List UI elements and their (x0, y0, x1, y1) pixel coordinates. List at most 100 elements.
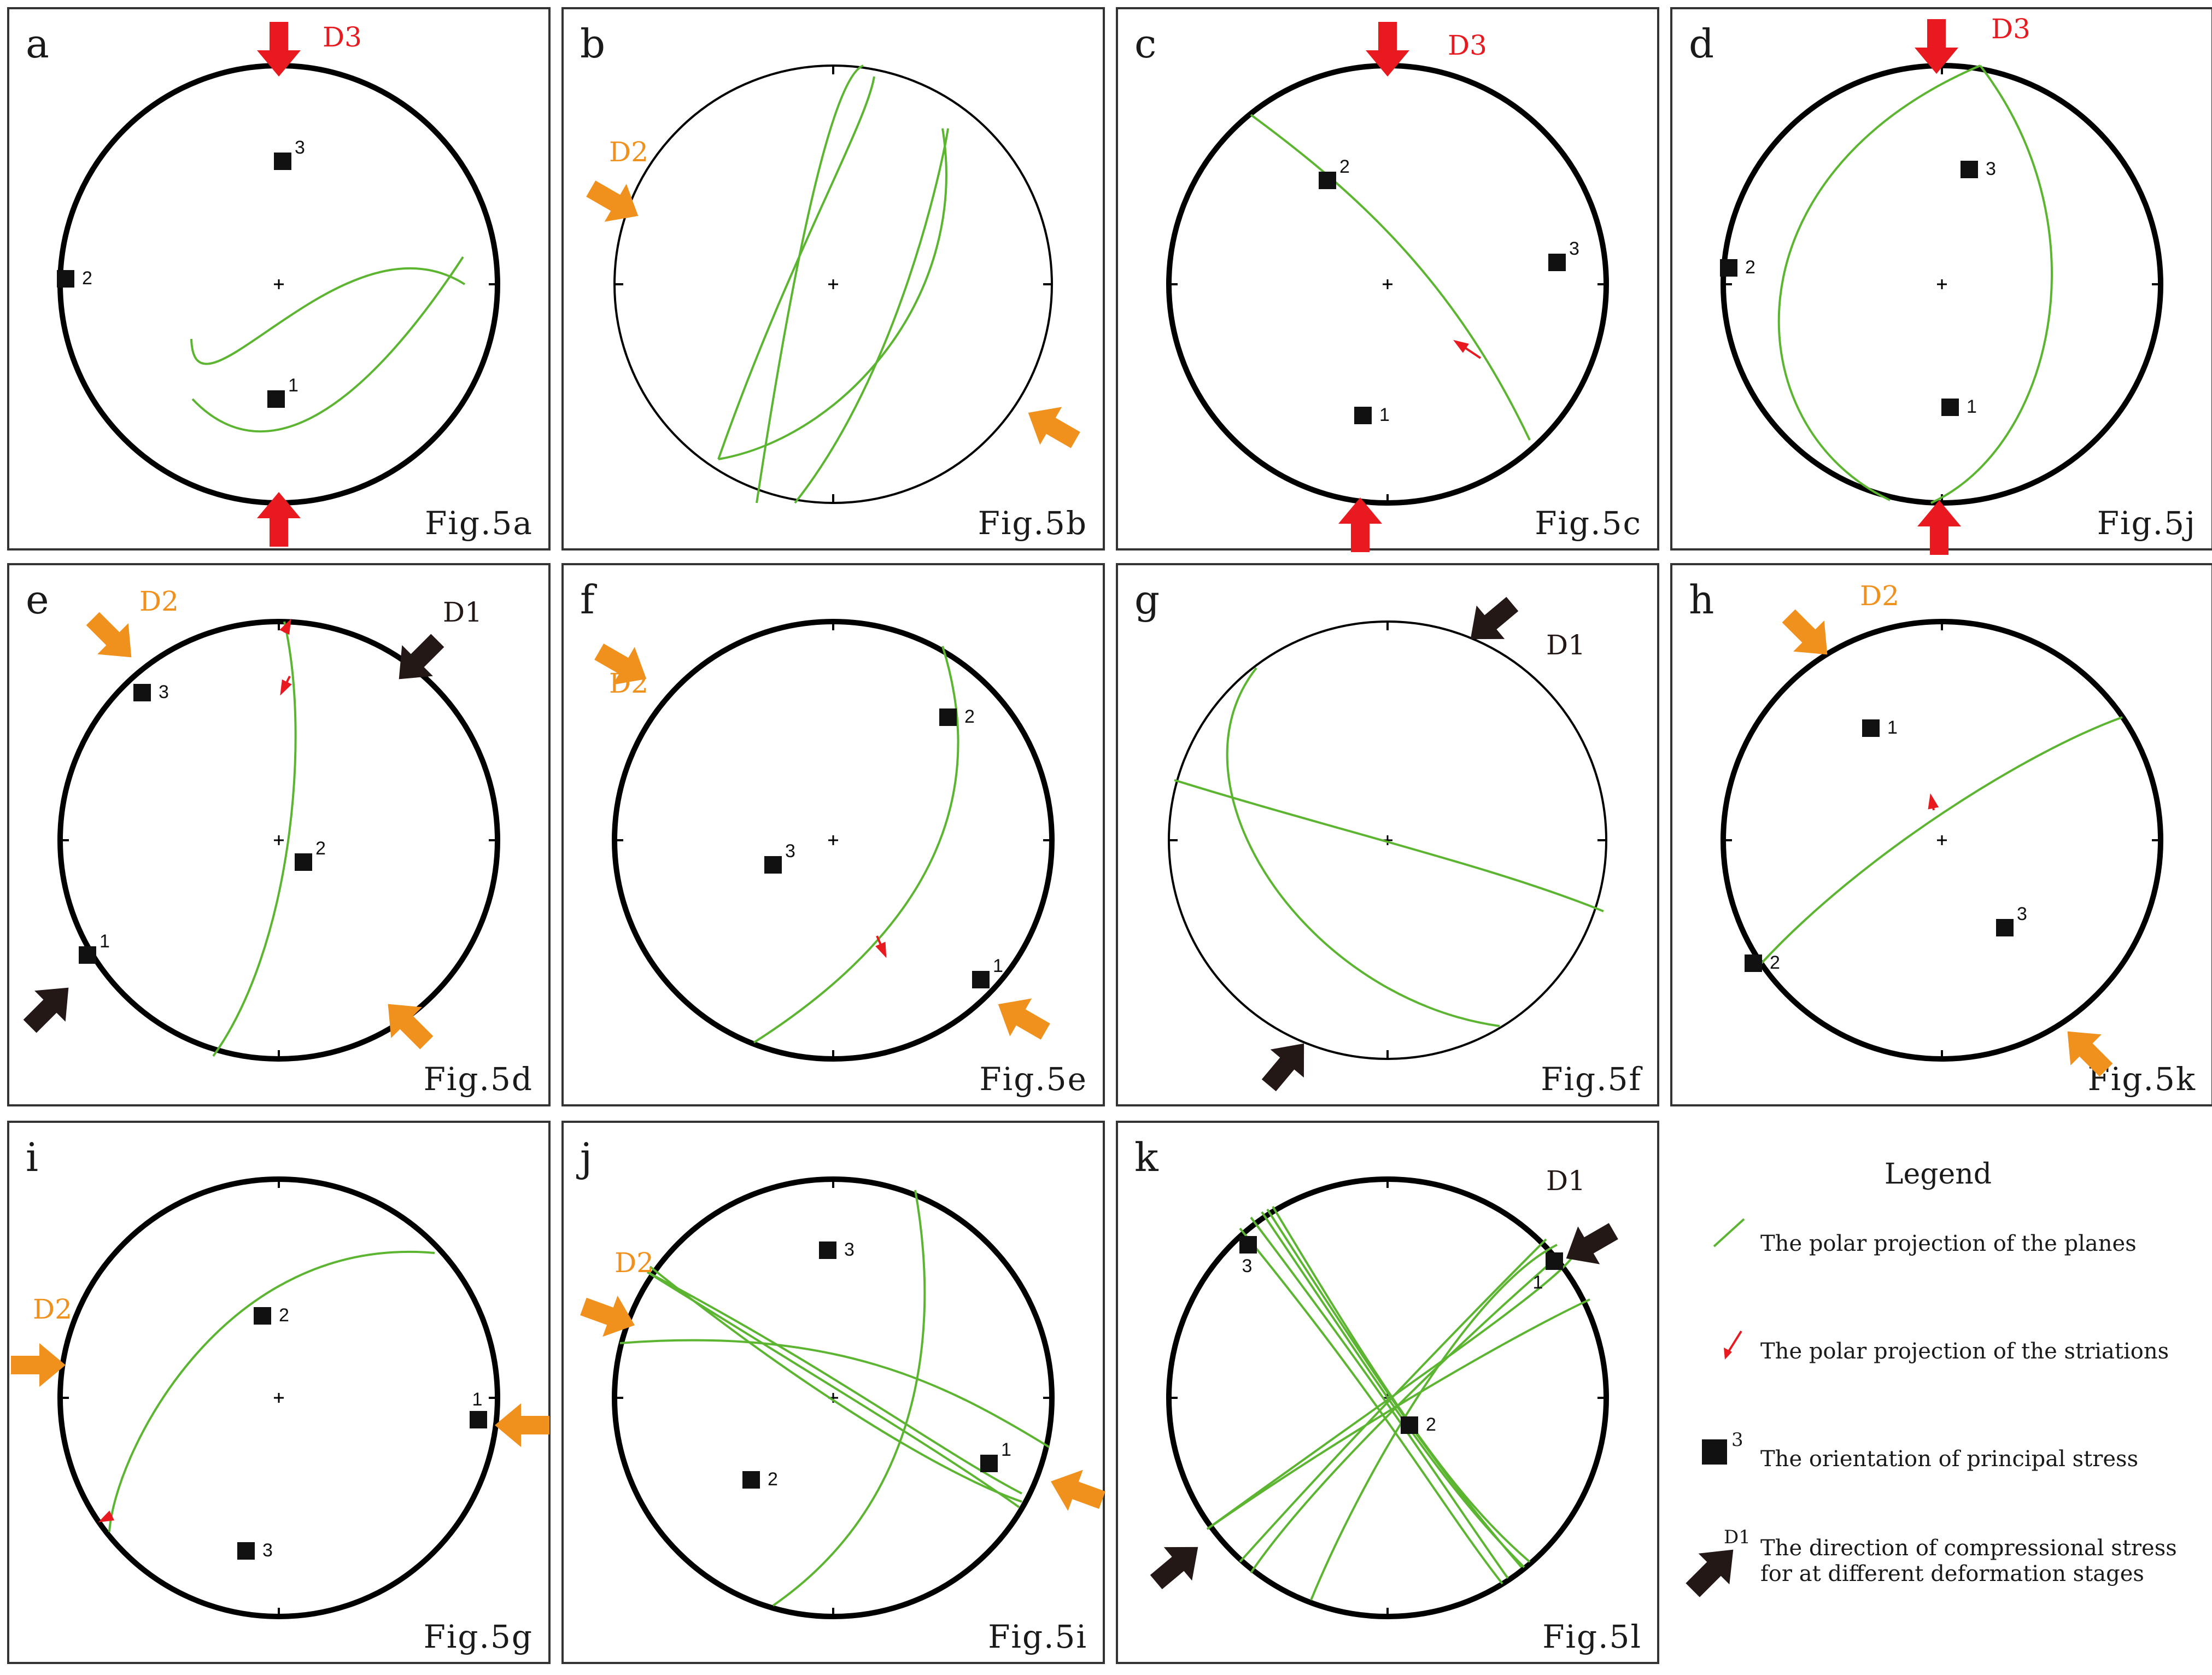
great-circle-plane (1226, 667, 1500, 1027)
panel-letter: i (26, 1134, 38, 1180)
compression-label-d3: D3 (323, 21, 362, 53)
principal-stress-number: 2 (1745, 257, 1755, 278)
principal-stress-marker (1354, 407, 1372, 424)
great-circle-plane (646, 1271, 1020, 1508)
figure-label: Fig.5i (988, 1618, 1087, 1655)
compression-arrow-d2 (86, 612, 132, 658)
cardinal-ticks (1723, 622, 2161, 1059)
panel-frame (7, 563, 551, 1106)
compression-label-d2: D2 (1860, 580, 1899, 612)
legend-stress-swatch (1702, 1439, 1727, 1465)
principal-stress-marker (1546, 1252, 1563, 1270)
principal-stress-number: 3 (785, 841, 795, 862)
compression-arrow-d1 (1470, 596, 1519, 640)
great-circle-plane (1760, 716, 2123, 964)
cardinal-ticks (60, 1179, 498, 1617)
principal-stress-marker (1862, 719, 1880, 737)
great-circle-plane (1250, 114, 1531, 441)
compression-arrow-d3 (1366, 22, 1409, 77)
great-circle-plane (1930, 65, 2053, 504)
principal-stress-marker (939, 708, 957, 726)
great-circle-plane (718, 128, 947, 460)
center-cross (1937, 279, 1947, 289)
principal-stress-marker (764, 856, 782, 874)
great-circle-plane (649, 1266, 1022, 1503)
compression-arrow-d3 (1917, 500, 1961, 555)
panel-frame (1670, 563, 2212, 1106)
center-cross (274, 1393, 284, 1403)
great-circle-plane (108, 1250, 435, 1532)
principal-stress-marker (57, 270, 74, 288)
principal-stress-number: 3 (262, 1540, 273, 1561)
panel-frame (1116, 7, 1659, 550)
great-circle-plane (1206, 1298, 1590, 1530)
principal-stress-marker (980, 1455, 998, 1472)
great-circle-plane (212, 621, 297, 1057)
principal-stress-number: 2 (1339, 156, 1350, 177)
principal-stress-marker (819, 1241, 836, 1259)
panel-frame (1670, 7, 2212, 550)
panel-frame (7, 1121, 551, 1664)
compression-arrow-d1 (1261, 1043, 1304, 1092)
compression-label-d2: D2 (609, 136, 648, 168)
principal-stress-number: 1 (1967, 396, 1977, 417)
figure-label: Fig.5f (1541, 1061, 1642, 1098)
principal-stress-number: 1 (1379, 405, 1390, 425)
principal-stress-marker (1720, 259, 1737, 277)
compression-label-d2: D2 (33, 1293, 72, 1325)
compression-label-d1: D1 (443, 596, 482, 628)
principal-stress-marker (1239, 1236, 1257, 1254)
panel-frame (7, 7, 551, 550)
figure-label: Fig.5l (1542, 1618, 1642, 1655)
compression-label-d1: D1 (1546, 629, 1585, 661)
principal-stress-number: 3 (1242, 1256, 1253, 1276)
legend-arrow-text-2: for at different deformation stages (1760, 1561, 2144, 1586)
panel-letter: f (580, 577, 597, 623)
striation-arrow (1453, 339, 1482, 359)
compression-arrow-d1 (399, 634, 444, 680)
compression-arrow-d1 (1150, 1547, 1198, 1590)
striation-arrow (279, 618, 291, 635)
great-circle-plane (191, 256, 464, 433)
great-circle-plane (794, 128, 949, 504)
legend-stress-text: The orientation of principal stress (1760, 1446, 2138, 1472)
principal-stress-number: 1 (993, 956, 1003, 976)
center-cross (828, 279, 838, 289)
principal-stress-number: 1 (100, 931, 110, 952)
panel-letter: a (26, 21, 49, 67)
compression-arrow-d2 (388, 1004, 434, 1050)
principal-stress-number: 1 (1887, 717, 1898, 738)
principal-stress-marker (742, 1471, 760, 1489)
principal-stress-marker (79, 946, 96, 964)
legend-plane-text: The polar projection of the planes (1760, 1231, 2137, 1256)
principal-stress-number: 2 (279, 1305, 289, 1326)
striation-arrow (875, 935, 887, 958)
panel-frame (561, 563, 1105, 1106)
compression-arrow-d2 (586, 180, 639, 222)
panel-letter: k (1134, 1134, 1159, 1180)
panel-letter: g (1134, 577, 1160, 623)
panel-letter: d (1689, 21, 1714, 67)
principal-stress-number: 3 (844, 1239, 855, 1260)
principal-stress-marker (295, 853, 312, 871)
figure-label: Fig.5d (424, 1061, 533, 1098)
great-circle-plane (190, 267, 466, 365)
cardinal-ticks (1169, 1179, 1606, 1617)
center-cross (1937, 835, 1947, 845)
compression-arrow-d2 (495, 1403, 549, 1447)
legend-title: Legend (1885, 1158, 1992, 1191)
figure-label: Fig.5c (1535, 505, 1642, 542)
principal-stress-marker (274, 153, 291, 170)
principal-stress-number: 1 (1533, 1272, 1543, 1293)
legend-arrow-label: D1 (1724, 1526, 1751, 1548)
cardinal-ticks (615, 622, 1052, 1059)
